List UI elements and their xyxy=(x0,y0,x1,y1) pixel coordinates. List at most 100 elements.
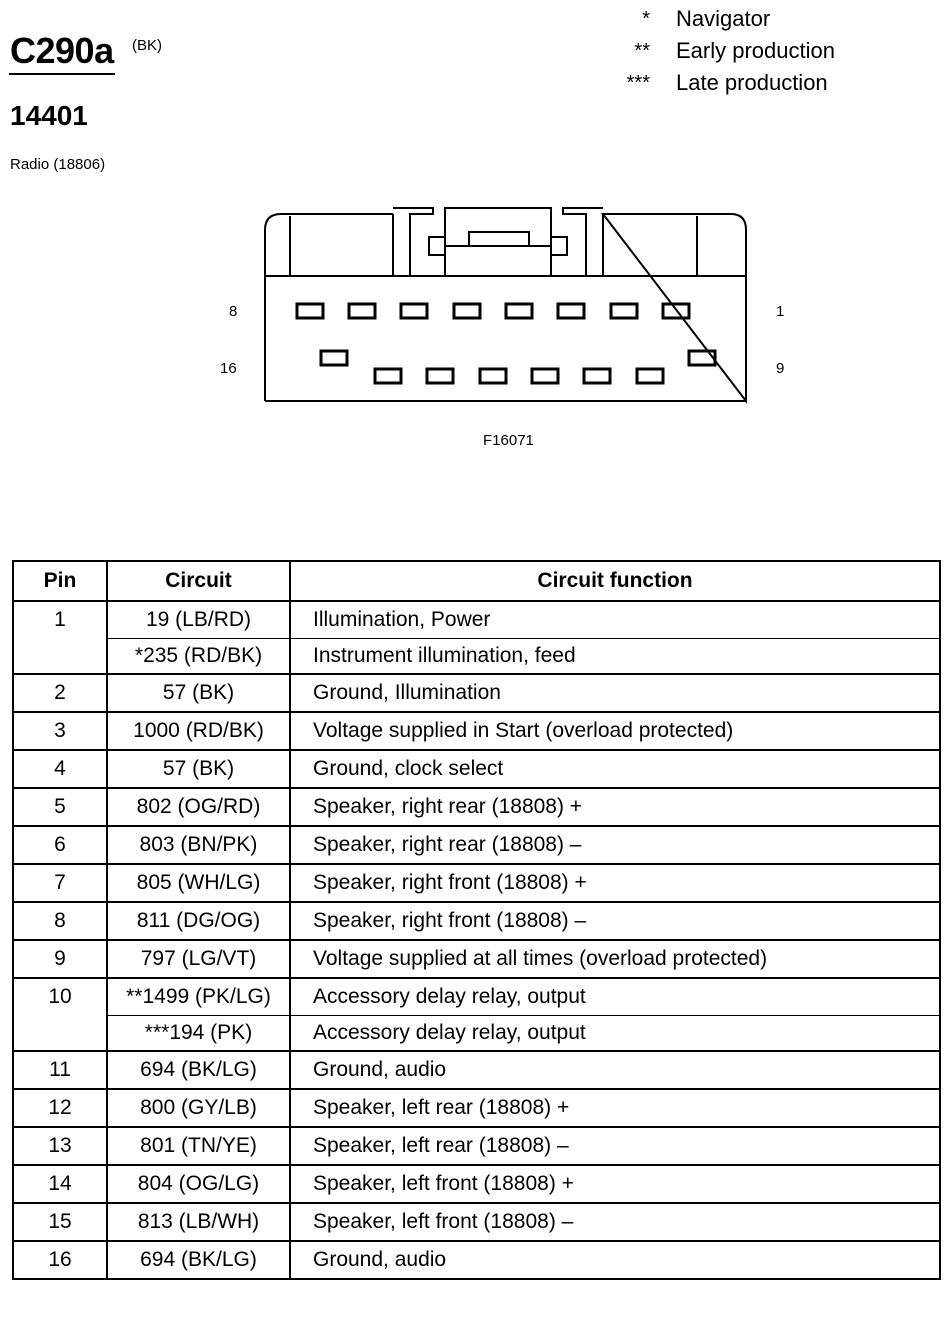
circuit-function-cell: Ground, clock select xyxy=(289,749,941,789)
circuit-cell: 57 (BK) xyxy=(106,749,291,789)
component-name: Radio (18806) xyxy=(10,156,106,173)
legend-text: Navigator xyxy=(676,6,771,31)
pin-number-cell: 9 xyxy=(12,939,108,979)
circuit-function-cell: Speaker, left rear (18808) – xyxy=(289,1126,941,1166)
housing-outline-right xyxy=(600,213,747,404)
pin-cavity-16 xyxy=(319,349,349,367)
connector-id-underline xyxy=(9,73,115,75)
pin-label-1: 1 xyxy=(776,303,785,320)
circuit-cell: 811 (DG/OG) xyxy=(106,901,291,941)
pin-number-cell: 4 xyxy=(12,749,108,789)
function-column-header: Circuit function xyxy=(289,560,941,602)
circuit-function-cell: Ground, Illumination xyxy=(289,673,941,713)
circuit-cell: *235 (RD/BK) xyxy=(106,638,291,675)
pin-cavity-4 xyxy=(504,302,534,320)
left-latch xyxy=(392,207,434,276)
connector-face-diagram xyxy=(264,207,747,404)
circuit-function-cell: Speaker, right rear (18808) + xyxy=(289,787,941,827)
pin-cavity-6 xyxy=(399,302,429,320)
pin-cavity-3 xyxy=(556,302,586,320)
lock-tab-right-ear xyxy=(550,236,568,256)
table-row: *235 (RD/BK)Instrument illumination, fee… xyxy=(13,638,941,675)
circuit-cell: 19 (LB/RD) xyxy=(106,600,291,639)
lock-tab-left-ear xyxy=(428,236,446,256)
pin-number-cell: 14 xyxy=(12,1164,108,1204)
circuit-cell: 801 (TN/YE) xyxy=(106,1126,291,1166)
pin-cavity-2 xyxy=(609,302,639,320)
circuit-function-cell: Speaker, right front (18808) + xyxy=(289,863,941,903)
pin-cavity-12 xyxy=(530,367,560,385)
connector-color: (BK) xyxy=(132,37,162,54)
pin-cavity-7 xyxy=(347,302,377,320)
pin-label-16: 16 xyxy=(220,360,237,377)
pin-number-cell: 3 xyxy=(12,711,108,751)
lock-tab xyxy=(444,207,552,276)
connector-id: C290a xyxy=(10,30,114,71)
pin-number-cell: 6 xyxy=(12,825,108,865)
pin-cavity-13 xyxy=(478,367,508,385)
circuit-function-cell: Instrument illumination, feed xyxy=(289,638,941,675)
pin-number-cell: 2 xyxy=(12,673,108,713)
circuit-cell: **1499 (PK/LG) xyxy=(106,977,291,1016)
pin-cavity-10 xyxy=(635,367,665,385)
part-number: 14401 xyxy=(10,100,88,131)
pin-number-cell: 12 xyxy=(12,1088,108,1128)
pin-cavity-1 xyxy=(661,302,691,320)
circuit-cell: 694 (BK/LG) xyxy=(106,1240,291,1280)
circuit-cell: ***194 (PK) xyxy=(106,1015,291,1052)
circuit-function-cell: Voltage supplied at all times (overload … xyxy=(289,939,941,979)
circuit-cell: 802 (OG/RD) xyxy=(106,787,291,827)
pin-label-9: 9 xyxy=(776,360,785,377)
circuit-cell: 800 (GY/LB) xyxy=(106,1088,291,1128)
lock-tab-window xyxy=(468,231,530,247)
circuit-function-cell: Illumination, Power xyxy=(289,600,941,639)
legend-symbol: * xyxy=(642,8,650,30)
pin-number-cell: 15 xyxy=(12,1202,108,1242)
right-latch xyxy=(562,207,604,276)
pin-cavity-5 xyxy=(452,302,482,320)
circuit-function-cell: Speaker, right front (18808) – xyxy=(289,901,941,941)
pin-cavity-9 xyxy=(687,349,717,367)
circuit-function-cell: Speaker, left front (18808) + xyxy=(289,1164,941,1204)
circuit-column-header: Circuit xyxy=(106,560,291,602)
circuit-function-cell: Speaker, left front (18808) – xyxy=(289,1202,941,1242)
circuit-function-cell: Accessory delay relay, output xyxy=(289,977,941,1016)
circuit-cell: 813 (LB/WH) xyxy=(106,1202,291,1242)
circuit-function-cell: Speaker, right rear (18808) – xyxy=(289,825,941,865)
table-row: 10**1499 (PK/LG)Accessory delay relay, o… xyxy=(12,977,941,1052)
circuit-cell: 1000 (RD/BK) xyxy=(106,711,291,751)
circuit-function-cell: Voltage supplied in Start (overload prot… xyxy=(289,711,941,751)
circuit-function-cell: Speaker, left rear (18808) + xyxy=(289,1088,941,1128)
circuit-function-cell: Accessory delay relay, output xyxy=(289,1015,941,1052)
pin-number-cell: 16 xyxy=(12,1240,108,1280)
pin-number-cell: 13 xyxy=(12,1126,108,1166)
circuit-function-cell: Ground, audio xyxy=(289,1050,941,1090)
circuit-cell: 804 (OG/LG) xyxy=(106,1164,291,1204)
pin-number-cell: 8 xyxy=(12,901,108,941)
circuit-cell: 797 (LG/VT) xyxy=(106,939,291,979)
table-row: ***194 (PK)Accessory delay relay, output xyxy=(13,1015,941,1052)
circuit-function-cell: Ground, audio xyxy=(289,1240,941,1280)
pin-cavity-15 xyxy=(373,367,403,385)
housing-outline-left xyxy=(264,213,393,401)
figure-id: F16071 xyxy=(483,432,534,449)
pin-column-header: Pin xyxy=(12,560,108,602)
legend-text: Late production xyxy=(676,70,828,95)
pin-number-cell: 1 xyxy=(12,600,108,675)
pin-number-cell: 11 xyxy=(12,1050,108,1090)
circuit-cell: 694 (BK/LG) xyxy=(106,1050,291,1090)
legend-symbol: *** xyxy=(626,72,650,94)
pin-number-cell: 5 xyxy=(12,787,108,827)
